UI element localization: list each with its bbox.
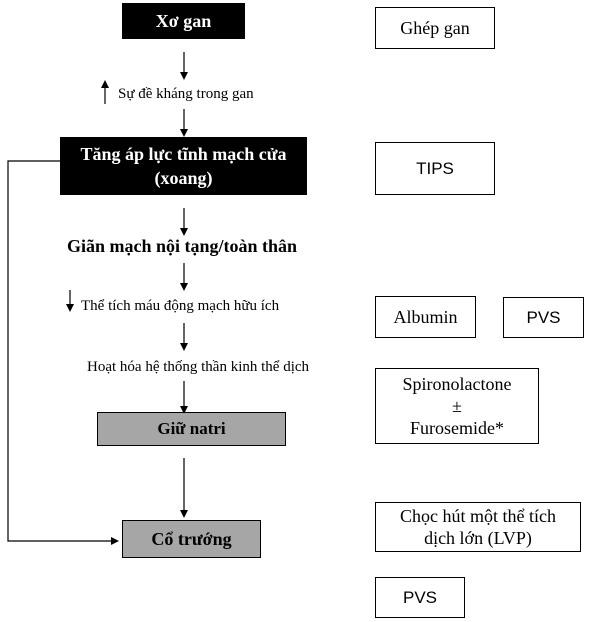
pvs-label-1: PVS	[526, 307, 561, 327]
plus-minus-label: ±	[452, 396, 462, 416]
portal-hypertension-line2: (xoang)	[154, 168, 213, 188]
liver-transplant-box: Ghép gan	[375, 7, 495, 49]
spironolactone-label: Spironolactone	[402, 374, 512, 394]
neurohumoral-label: Hoạt hóa hệ thống thần kinh thể dịch	[87, 359, 309, 376]
portal-hypertension-line1: Tăng áp lực tĩnh mạch cửa	[80, 144, 287, 164]
arterial-volume-label: Thể tích máu động mạch hữu ích	[81, 298, 279, 315]
pvs-label-2: PVS	[402, 587, 438, 607]
furosemide-label: Furosemide*	[410, 418, 504, 438]
liver-transplant-label: Ghép gan	[400, 17, 470, 38]
albumin-label: Albumin	[393, 306, 458, 327]
pvs-box-2: PVS	[375, 577, 465, 618]
arterial-volume-text: Thể tích máu động mạch hữu ích	[81, 298, 280, 314]
portal-hypertension-box: Tăng áp lực tĩnh mạch cửa (xoang)	[60, 137, 307, 195]
xo-gan-label: Xơ gan	[155, 10, 212, 31]
resistance-text: Sự đề kháng trong gan	[118, 86, 254, 102]
feedback-loop-line	[7, 160, 119, 545]
sodium-retention-label: Giữ natri	[157, 419, 226, 438]
vasodilation-text: Giãn mạch nội tạng/toàn thân	[67, 236, 298, 256]
lvp-line1: Chọc hút một thể tích	[400, 506, 556, 526]
tips-label: TIPS	[416, 158, 454, 178]
lvp-box: Chọc hút một thể tích dịch lớn (LVP)	[375, 502, 581, 552]
tips-box: TIPS	[375, 142, 495, 195]
ascites-box: Cổ trướng	[122, 520, 261, 558]
albumin-box: Albumin	[375, 296, 476, 338]
pvs-box-1: PVS	[503, 297, 584, 338]
neurohumoral-text: Hoạt hóa hệ thống thần kinh thể dịch	[87, 359, 310, 375]
vasodilation-label: Giãn mạch nội tạng/toàn thân	[67, 236, 297, 257]
resistance-label: Sự đề kháng trong gan	[118, 86, 254, 103]
ascites-label: Cổ trướng	[151, 528, 232, 549]
lvp-line2: dịch lớn (LVP)	[424, 528, 532, 548]
diuretics-box: Spironolactone ± Furosemide*	[375, 368, 539, 444]
xo-gan-box: Xơ gan	[122, 3, 245, 39]
sodium-retention-box: Giữ natri	[97, 412, 286, 446]
